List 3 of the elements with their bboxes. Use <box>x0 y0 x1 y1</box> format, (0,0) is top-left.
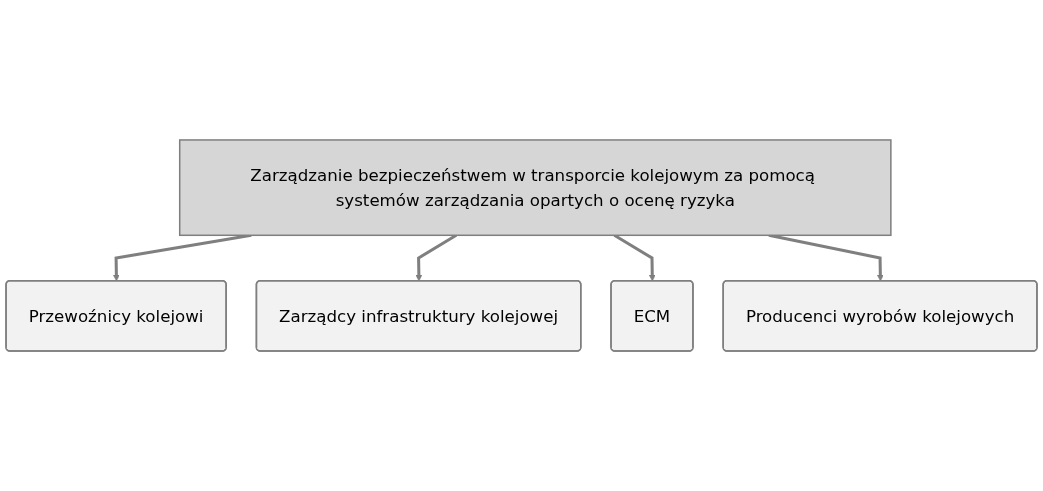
arrow <box>415 234 457 282</box>
node-box: Zarządzanie bezpieczeństwem w transporcie kolejowym za pomocą systemów zarządzania opartych o ocenę ryzyka <box>178 139 892 237</box>
arrow <box>613 234 656 282</box>
